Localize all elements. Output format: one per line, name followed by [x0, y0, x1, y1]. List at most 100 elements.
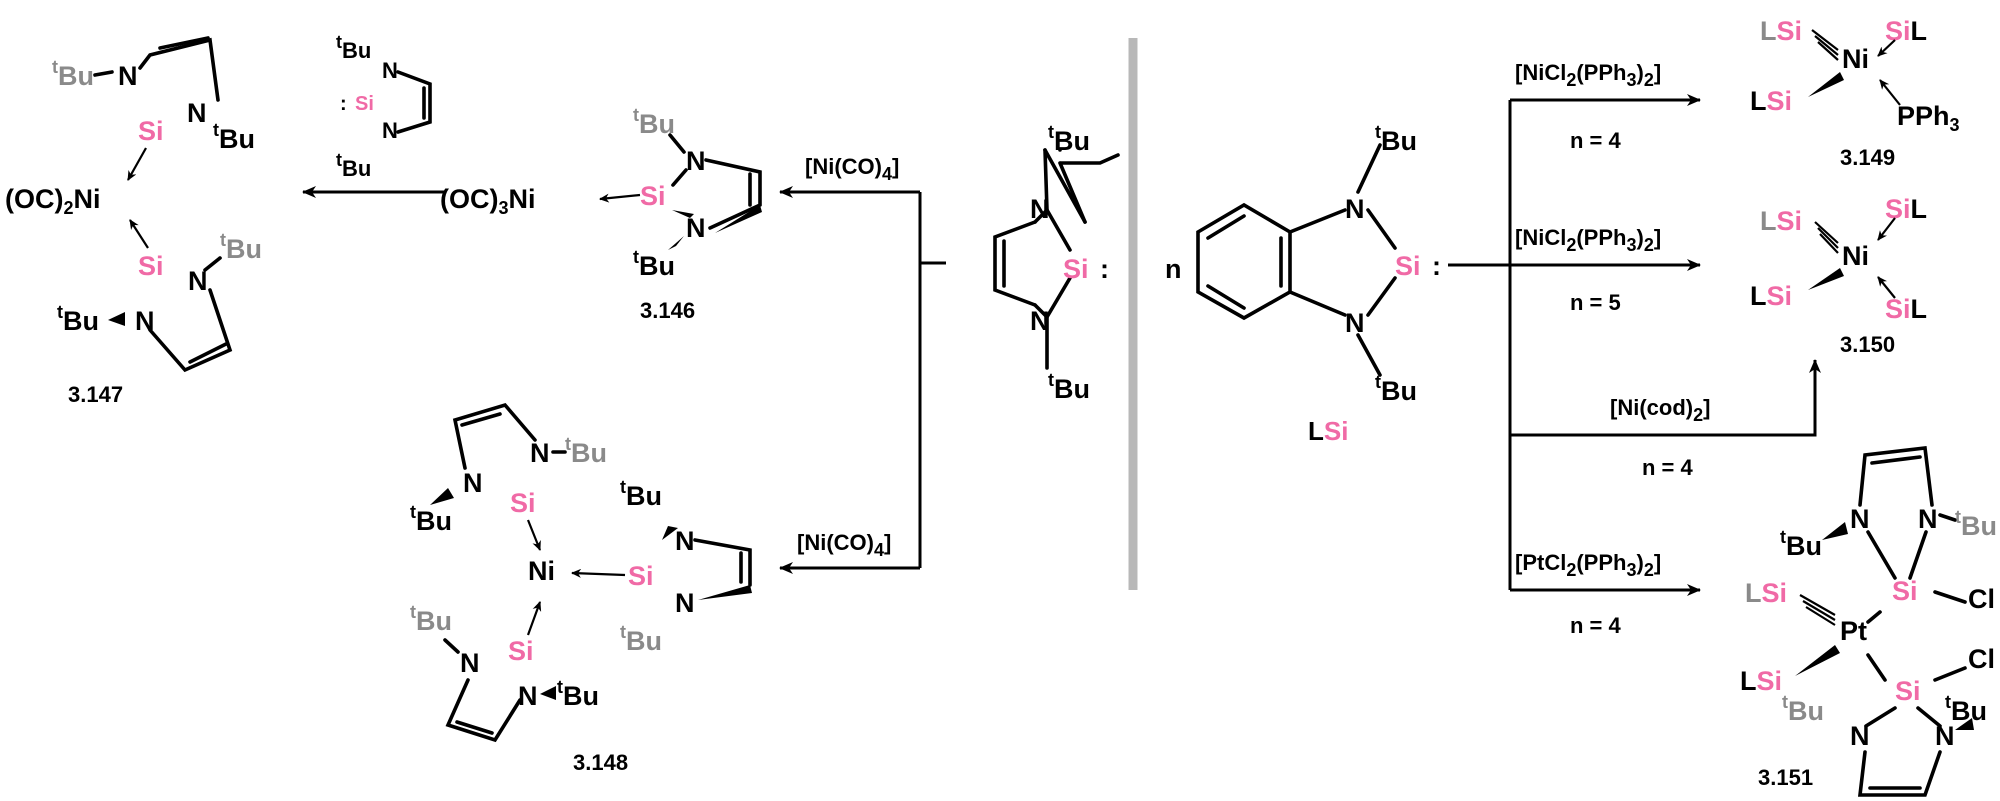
condition-n4-c: n = 4: [1570, 613, 1622, 638]
c146-oc3ni: (OC)3Ni: [440, 184, 536, 218]
c148-ni: Ni: [528, 556, 555, 586]
label-3-147: 3.147: [68, 382, 123, 407]
nhsi-colon: :: [1100, 254, 1109, 284]
c146-n-bottom: N: [686, 213, 706, 243]
c151-cl-top: Cl: [1968, 584, 1995, 614]
right-branch-arrows: [1448, 94, 1821, 596]
lsi-colon: :: [1432, 251, 1441, 281]
c150-lsi-bottomleft: LSi: [1750, 281, 1792, 311]
c151-n-bottom-right: N: [1935, 721, 1955, 751]
reagent-si: Si: [355, 93, 374, 115]
c148-n-top-left: N: [463, 468, 483, 498]
c151-cl-bottom: Cl: [1968, 644, 1995, 674]
c149-ni: Ni: [1842, 44, 1869, 74]
nhsi-starting-material: N N Si : tBu tBu: [993, 122, 1120, 404]
c151-tbu-bottom-right: tBu: [1945, 692, 1987, 726]
c149-pph3: PPh3: [1897, 101, 1960, 135]
lsi-starting-material: n N N Si : tBu tBu LSi: [1165, 122, 1441, 446]
lsi-tbu-top: tBu: [1375, 122, 1417, 156]
compound-3-148: Ni Si N N tBu tBu Si N N tBu tBu Si N N …: [410, 402, 752, 775]
reagent-n-bottom: N: [382, 118, 398, 143]
condition-nico4-top: [Ni(CO)4]: [805, 154, 899, 184]
lsi-n-bottom: N: [1345, 308, 1365, 338]
reagent-colon: :: [340, 93, 347, 115]
c149-sil-topright: SiL: [1885, 16, 1927, 46]
c150-sil-bottomright: SiL: [1885, 294, 1927, 324]
lsi-n-prefix: n: [1165, 254, 1182, 284]
c150-lsi-topleft: LSi: [1760, 206, 1802, 236]
compound-3-151: Pt LSi LSi Si Cl N N tBu tBu Si Cl N N t…: [1740, 446, 1997, 797]
c147-tbu-top-left: tBu: [52, 57, 94, 91]
c148-si-bottom: Si: [508, 636, 534, 666]
nhsi-reagent-small: N N Si : tBu tBu: [336, 32, 432, 181]
nhsi-tbu-top: tBu: [1048, 122, 1090, 156]
label-3-148: 3.148: [573, 750, 628, 775]
c148-n-bottom-left: N: [460, 648, 480, 678]
c148-tbu-bottom-right: tBu: [557, 677, 599, 711]
c148-tbu-right-top: tBu: [620, 477, 662, 511]
c151-tbu-top-left: tBu: [1780, 527, 1822, 561]
c146-n-top: N: [686, 146, 706, 176]
c148-tbu-right-bottom: tBu: [620, 622, 662, 656]
reagent-tbu-bottom: tBu: [336, 150, 371, 181]
c151-n-bottom-left: N: [1850, 721, 1870, 751]
c151-si-bottom: Si: [1895, 676, 1921, 706]
nhsi-tbu-bottom: tBu: [1048, 370, 1090, 404]
c151-si-top: Si: [1892, 576, 1918, 606]
label-3-146: 3.146: [640, 298, 695, 323]
c151-tbu-bottom-left: tBu: [1782, 692, 1824, 726]
c147-n-top-right: N: [187, 98, 207, 128]
c150-ni: Ni: [1842, 241, 1869, 271]
reagent-tbu-top: tBu: [336, 32, 371, 63]
compound-3-147: (OC)2Ni Si N N tBu tBu Si N N tBu tBu 3.…: [5, 36, 262, 407]
c146-tbu-top: tBu: [633, 105, 675, 139]
nhsi-si: Si: [1063, 254, 1089, 284]
c151-pt: Pt: [1840, 616, 1867, 646]
c148-si-right: Si: [628, 561, 654, 591]
c151-n-top-right: N: [1918, 504, 1938, 534]
c146-si: Si: [640, 181, 666, 211]
c147-tbu-top-right: tBu: [213, 120, 255, 154]
c151-n-top-left: N: [1850, 504, 1870, 534]
left-branch-arrows: [302, 186, 946, 574]
c151-lsi-topleft: LSi: [1745, 578, 1787, 608]
c148-si-top: Si: [510, 488, 536, 518]
condition-nicod2: [Ni(cod)2]: [1610, 395, 1710, 425]
nhsi-n-bottom: N: [1030, 306, 1050, 336]
c148-n-right-top: N: [675, 526, 695, 556]
c147-n-bottom-right: N: [188, 266, 208, 296]
label-3-150: 3.150: [1840, 332, 1895, 357]
condition-nicl2pph3-a: [NiCl2(PPh3)2]: [1515, 60, 1661, 90]
c147-tbu-bottom-right: tBu: [220, 230, 262, 264]
reagent-n-top: N: [382, 58, 398, 83]
condition-n4-a: n = 4: [1570, 128, 1622, 153]
condition-ptcl2pph3: [PtCl2(PPh3)2]: [1515, 550, 1661, 580]
c151-lsi-bottomleft: LSi: [1740, 666, 1782, 696]
label-3-151: 3.151: [1758, 765, 1813, 790]
label-lsi: LSi: [1308, 416, 1348, 446]
c148-tbu-top-left: tBu: [410, 502, 452, 536]
c147-tbu-bottom-left: tBu: [57, 302, 99, 336]
c147-n-top-left: N: [118, 61, 138, 91]
lsi-n-top: N: [1345, 194, 1365, 224]
compound-3-146: (OC)3Ni Si N N tBu tBu 3.146: [440, 105, 762, 323]
c150-sil-topright: SiL: [1885, 194, 1927, 224]
condition-n5: n = 5: [1570, 290, 1621, 315]
lsi-si: Si: [1395, 251, 1421, 281]
compound-3-150: Ni LSi SiL LSi SiL 3.150: [1750, 194, 1927, 357]
c149-lsi-topleft: LSi: [1760, 16, 1802, 46]
compound-3-149: Ni LSi SiL LSi PPh3 3.149: [1750, 16, 1960, 170]
condition-n4-b: n = 4: [1642, 455, 1694, 480]
label-3-149: 3.149: [1840, 145, 1895, 170]
lsi-tbu-bottom: tBu: [1375, 372, 1417, 406]
c148-n-bottom-right: N: [518, 681, 538, 711]
c148-tbu-bottom-left: tBu: [410, 602, 452, 636]
c149-lsi-bottomleft: LSi: [1750, 86, 1792, 116]
c148-n-top-right: N: [530, 438, 550, 468]
c148-tbu-top-right: tBu: [565, 434, 607, 468]
c151-tbu-top-right: tBu: [1955, 507, 1997, 541]
nhsi-n-top: N: [1030, 194, 1050, 224]
condition-nico4-bottom: [Ni(CO)4]: [797, 530, 891, 560]
c147-si-bottom: Si: [138, 251, 164, 281]
